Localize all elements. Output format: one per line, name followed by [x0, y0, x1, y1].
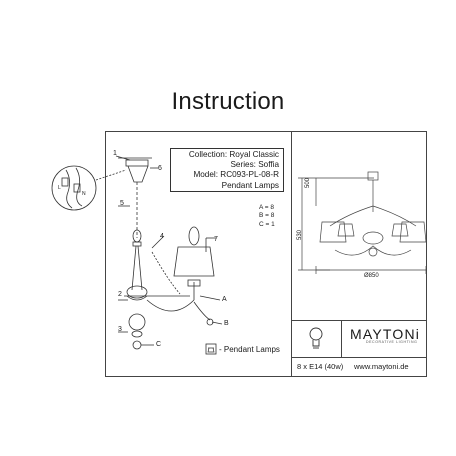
part-label-B: B [224, 320, 229, 327]
brand-logo: MAYTONi [350, 326, 421, 342]
lightbulb-icon [309, 327, 323, 349]
wire-label-L: L [58, 185, 61, 191]
part-label-7: 7 [214, 236, 218, 243]
page-title: Instruction [171, 88, 285, 115]
dimension-diameter: Ø850 [364, 273, 379, 279]
brand-tagline: DECORATIVE LIGHTING [366, 340, 418, 344]
dimension-drawing [298, 171, 427, 274]
count-a: A = 8 [259, 204, 274, 211]
part-label-3: 3 [118, 326, 122, 333]
part-label-4: 4 [160, 233, 164, 240]
dimension-height-total: 530 [297, 229, 303, 240]
panel-divider [341, 320, 342, 357]
panel-divider [291, 320, 427, 321]
part-label-C: C [156, 341, 162, 348]
collection-text: Collection: Royal Classic [188, 150, 279, 159]
legend-label: - Pendant Lamps [219, 345, 280, 354]
series-text: Series: Soffia [230, 160, 279, 170]
parts-count-list: A = 8 B = 8 C = 1 [259, 204, 275, 229]
wire-label-N: N [82, 191, 86, 197]
bulb-spec: 8 x E14 (40w) [297, 362, 344, 371]
part-label-1: 1 [113, 150, 117, 157]
part-label-A: A [222, 296, 227, 303]
wiring-detail-circle [51, 165, 97, 211]
part-label-2: 2 [118, 291, 122, 298]
website-link: www.maytoni.de [354, 362, 409, 371]
panel-divider [291, 357, 427, 358]
model-text: Model: RC093-PL-08-R [193, 170, 279, 180]
type-text: Pendant Lamps [221, 180, 279, 190]
product-info-box: Collection: Royal Classic Series: Soffia… [170, 148, 284, 192]
count-b: B = 8 [259, 212, 275, 220]
panel-divider [291, 131, 292, 377]
instruction-frame [105, 131, 427, 377]
dimension-height-top: 500 [305, 177, 311, 188]
count-c: C = 1 [259, 220, 275, 228]
part-label-5: 5 [120, 200, 124, 207]
part-label-6: 6 [158, 165, 162, 172]
